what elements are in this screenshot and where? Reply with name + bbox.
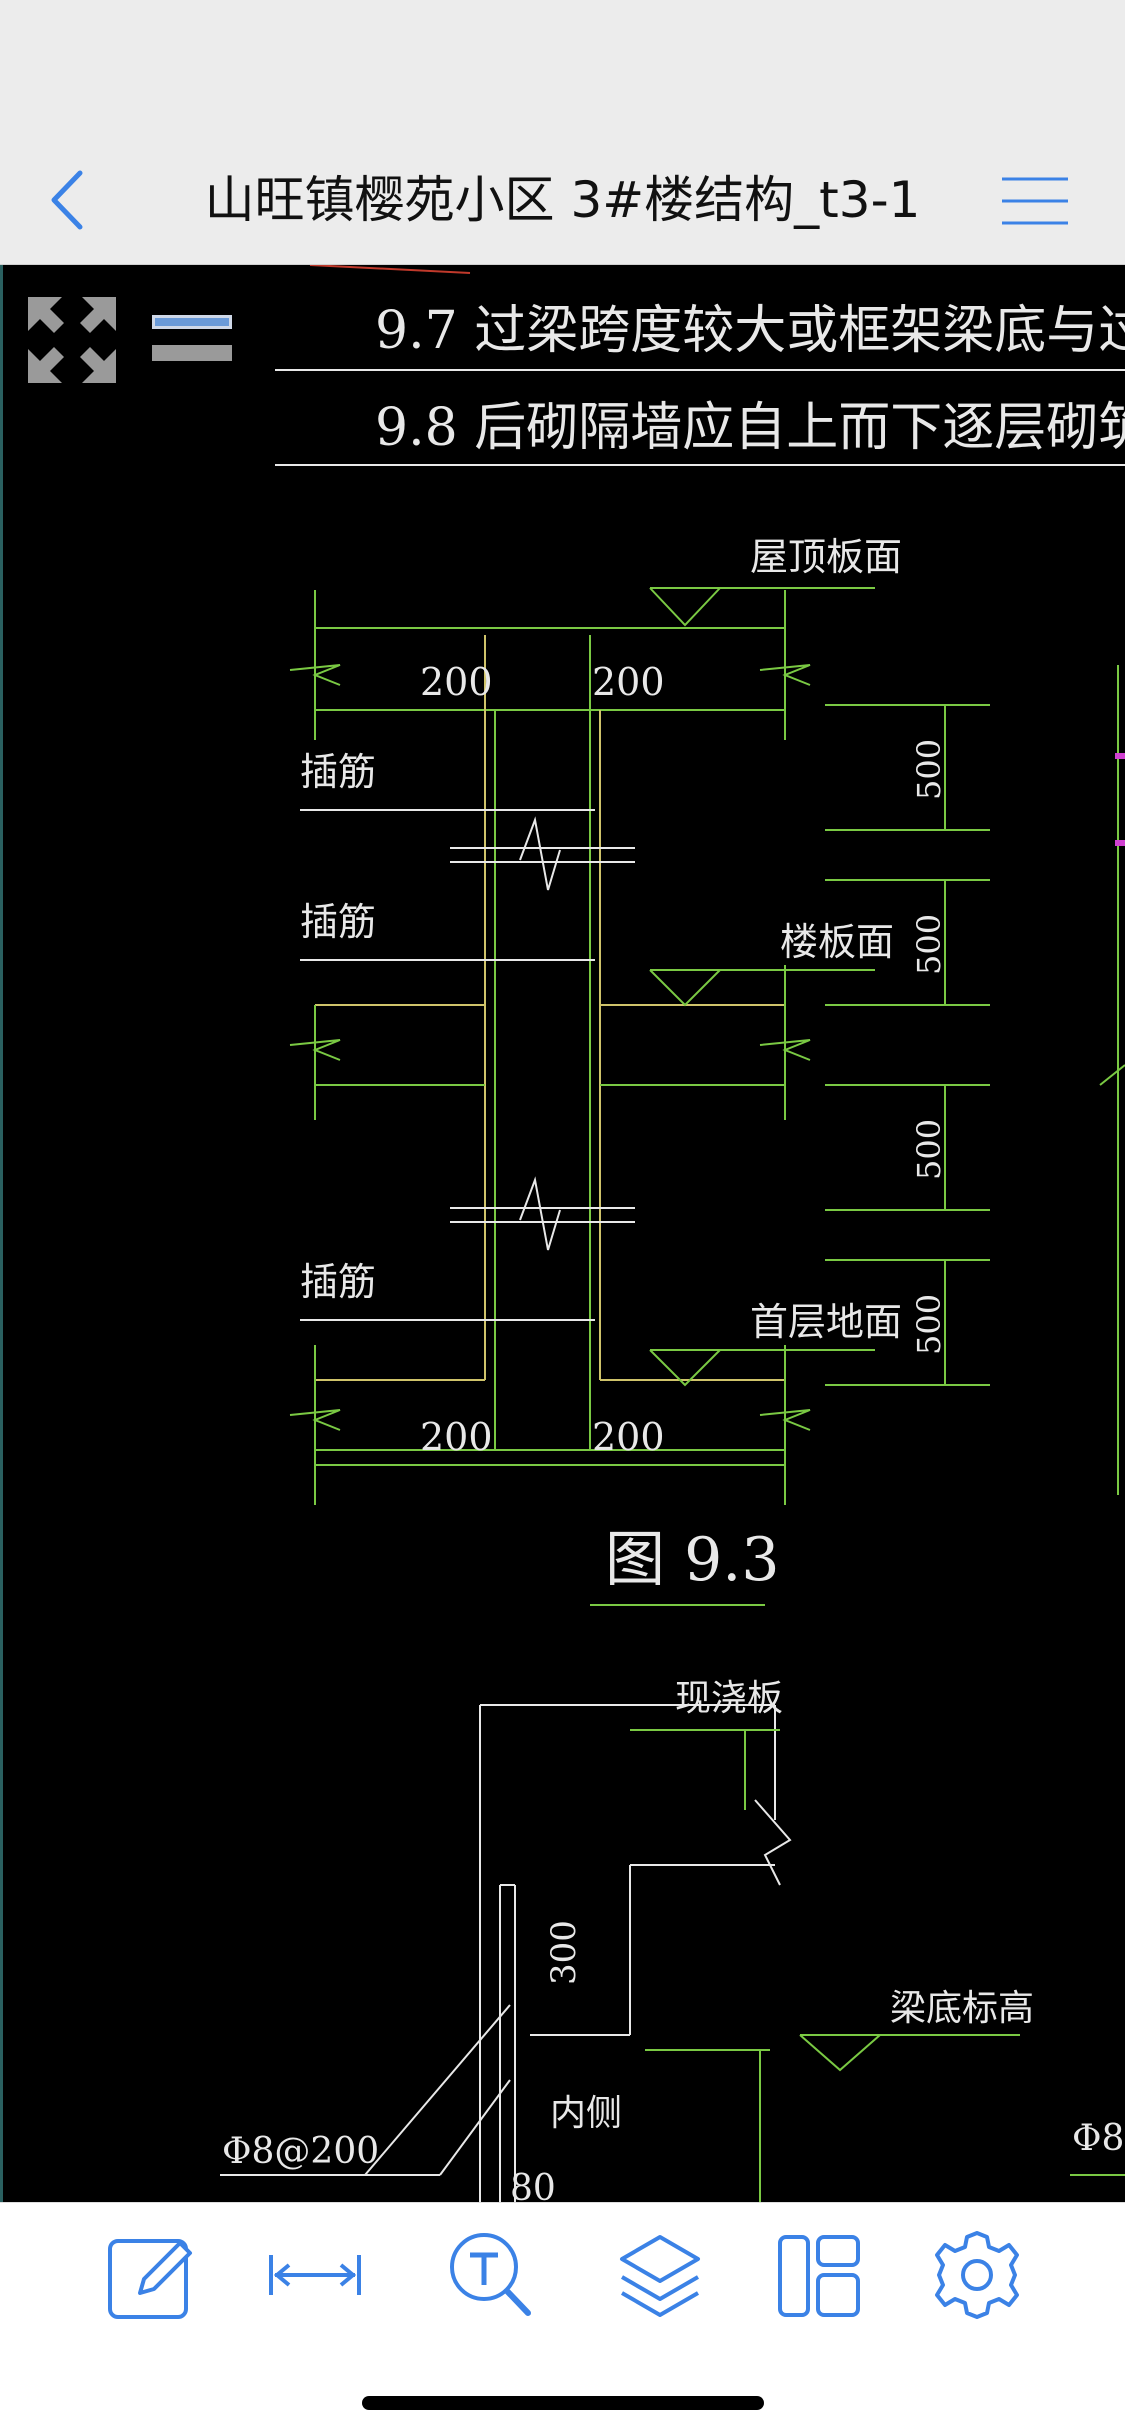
home-indicator (362, 2396, 764, 2410)
status-bar-area (0, 0, 1125, 135)
edit-button[interactable] (100, 2225, 200, 2325)
figure-9-3 (289, 587, 1125, 1606)
measure-icon (269, 2255, 361, 2295)
note-9-8: 9.8 后砌隔墙应自上而下逐层砌筑,或自下而上隔 (375, 398, 1125, 458)
layout-button[interactable] (770, 2225, 870, 2325)
drawing-canvas[interactable]: 9.7 过梁跨度较大或框架梁底与过梁顶距离较小时 9.8 后砌隔墙应自上而下逐层… (0, 265, 1125, 2202)
dim-80: 80 (510, 2168, 556, 2202)
dim-right-3: 500 (910, 1119, 948, 1180)
label-beam-bottom: 梁底标高 (890, 1988, 1034, 2029)
edit-icon (108, 2239, 192, 2319)
hamburger-menu-icon (1002, 177, 1068, 225)
label-ground: 首层地面 (750, 1300, 902, 1344)
layout-icon (778, 2235, 860, 2317)
layer-lines-icon (152, 315, 232, 361)
text-search-icon (450, 2233, 531, 2316)
navigation-bar: 山旺镇樱苑小区 3#楼结构_t3-1 (0, 135, 1125, 265)
note-9-7: 9.7 过梁跨度较大或框架梁底与过梁顶距离较小时 (375, 301, 1125, 361)
dim-top-left: 200 (420, 660, 493, 704)
dim-300: 300 (544, 1920, 584, 1985)
expand-arrows-icon (28, 297, 116, 383)
layers-button[interactable] (610, 2225, 710, 2325)
chevron-left-icon (51, 170, 83, 230)
dim-right-1: 500 (910, 739, 948, 800)
label-rebar-1: 插筋 (300, 750, 376, 794)
label-roof: 屋顶板面 (750, 535, 902, 579)
settings-button[interactable] (927, 2225, 1027, 2325)
label-inner: 内侧 (550, 2093, 622, 2134)
rebar-spec: Φ8@200 (222, 2131, 379, 2172)
back-button[interactable] (40, 165, 100, 235)
dim-right-2: 500 (910, 914, 948, 975)
text-search-button[interactable] (440, 2225, 540, 2325)
dim-top-right: 200 (592, 660, 665, 704)
settings-icon (935, 2231, 1019, 2319)
label-slab: 现浇板 (675, 1678, 783, 1719)
label-rebar-2: 插筋 (300, 900, 376, 944)
figure-lower (220, 1704, 792, 2202)
figure-caption: 图 9.3 (605, 1525, 780, 1595)
menu-button[interactable] (1000, 173, 1070, 229)
dim-right-4: 500 (910, 1294, 948, 1355)
right-spec: Φ8@ (1072, 2118, 1125, 2159)
layer-toggle-button[interactable] (152, 305, 232, 375)
cad-drawing: 9.7 过梁跨度较大或框架梁底与过梁顶距离较小时 9.8 后砌隔墙应自上而下逐层… (220, 265, 1125, 2202)
page-title: 山旺镇樱苑小区 3#楼结构_t3-1 (204, 171, 921, 229)
layers-icon (620, 2235, 700, 2317)
measure-button[interactable] (265, 2225, 365, 2325)
fit-view-button[interactable] (26, 295, 118, 385)
dim-bottom-left: 200 (420, 1415, 493, 1459)
canvas-edge (0, 265, 3, 2202)
dim-bottom-right: 200 (592, 1415, 665, 1459)
label-rebar-3: 插筋 (300, 1260, 376, 1304)
label-floor: 楼板面 (780, 920, 894, 964)
